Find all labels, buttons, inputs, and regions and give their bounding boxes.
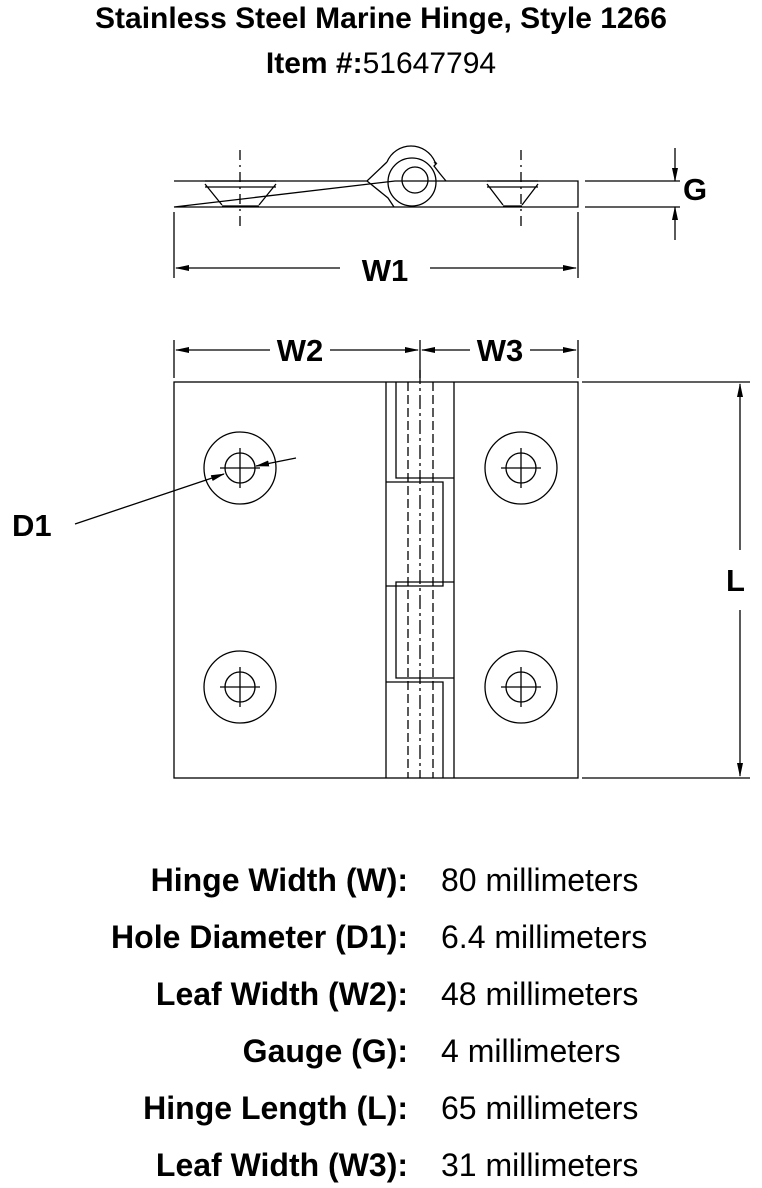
label-l: L [726,563,745,598]
spec-label: Gauge (G): [242,1033,408,1069]
side-view [173,145,579,228]
screw-hole [484,650,558,724]
spec-row: Leaf Width (W3): 31 millimeters [0,1145,762,1185]
screw-hole [484,431,558,505]
item-number-value: 51647794 [362,47,497,80]
front-view [173,370,579,779]
spec-label: Leaf Width (W3): [155,1147,408,1183]
hinge-diagram: G W1 W2 W3 D1 L [12,145,750,779]
gauge-dimension [585,148,680,240]
spec-value: 6.4 millimeters [441,919,648,955]
label-g: G [683,172,707,207]
w1-dimension [173,212,579,278]
spec-value: 65 millimeters [441,1090,639,1126]
spec-row: Hinge Length (L): 65 millimeters [0,1088,762,1128]
spec-label: Hole Diameter (D1): [111,919,408,955]
spec-row: Leaf Width (W2): 48 millimeters [0,974,762,1014]
label-w3: W3 [477,333,524,368]
spec-label: Hinge Width (W): [150,862,408,898]
spec-label: Hinge Length (L): [143,1090,408,1126]
screw-hole [203,431,277,505]
spec-value: 80 millimeters [441,862,639,898]
d1-leader [74,457,297,525]
label-w1: W1 [362,253,409,288]
spec-row: Hole Diameter (D1): 6.4 millimeters [0,917,762,957]
screw-hole [203,650,277,724]
spec-label: Leaf Width (W2): [155,976,408,1012]
label-d1: D1 [12,508,52,543]
spec-row: Gauge (G): 4 millimeters [0,1031,762,1071]
spec-value: 48 millimeters [441,976,639,1012]
label-w2: W2 [277,333,324,368]
spec-row: Hinge Width (W): 80 millimeters [0,860,762,900]
w2-w3-dimension [173,340,579,378]
item-number: Item #:51647794 [0,47,762,81]
spec-value: 4 millimeters [441,1033,621,1069]
length-dimension [582,381,750,779]
spec-value: 31 millimeters [441,1147,639,1183]
item-number-label: Item #: [265,47,363,80]
product-title: Stainless Steel Marine Hinge, Style 1266 [95,2,667,35]
